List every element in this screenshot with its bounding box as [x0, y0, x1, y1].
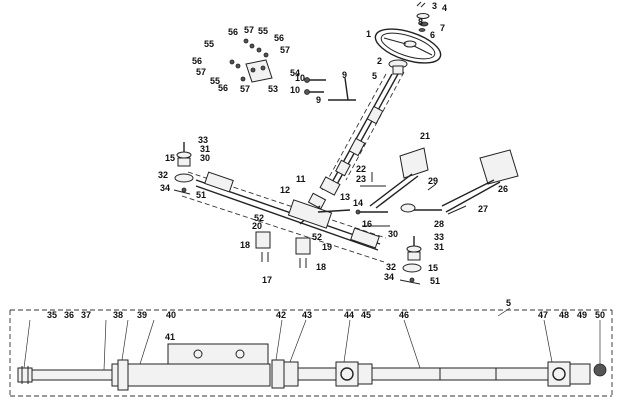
callout-l44: 44	[344, 310, 354, 320]
callout-l48: 48	[559, 310, 569, 320]
callout-l35: 35	[47, 310, 57, 320]
callout-c20: 20	[252, 221, 262, 231]
callout-c52b: 52	[312, 232, 322, 242]
callout-c3: 3	[432, 1, 437, 11]
callout-l37: 37	[81, 310, 91, 320]
steering-nut-stack	[416, 1, 430, 32]
callout-c51b: 51	[430, 276, 440, 286]
callout-c56d: 56	[218, 83, 228, 93]
callout-c9a: 9	[342, 70, 347, 80]
callout-c1: 1	[366, 29, 371, 39]
callout-c2: 2	[377, 56, 382, 66]
steering-rack	[181, 171, 387, 263]
callout-c55c: 55	[210, 76, 220, 86]
callout-c34a: 34	[160, 183, 170, 193]
column-bolts	[304, 77, 356, 101]
callout-c57d: 57	[240, 84, 250, 94]
callout-c54: 54	[290, 68, 300, 78]
lower-steering-shaft	[17, 343, 607, 391]
tie-rod-end-left	[173, 142, 194, 195]
callout-c12: 12	[280, 185, 290, 195]
steering-hub	[388, 59, 408, 75]
callout-c33b: 33	[434, 232, 444, 242]
callout-c4: 4	[442, 3, 447, 13]
callout-c52a: 52	[254, 213, 264, 223]
lower-assembly-frame	[9, 309, 613, 397]
linkage-rods	[317, 209, 390, 227]
callout-c29: 29	[428, 176, 438, 186]
callout-c19: 19	[322, 242, 332, 252]
callout-c57a: 57	[244, 25, 254, 35]
callout-c56a: 56	[228, 27, 238, 37]
callout-c22: 22	[356, 164, 366, 174]
callout-l41: 41	[165, 332, 175, 342]
callout-c51a: 51	[196, 190, 206, 200]
rack-clamps	[255, 231, 311, 268]
accelerator-pedal	[400, 149, 519, 215]
callout-c57c: 57	[196, 67, 206, 77]
callout-c33a: 33	[198, 135, 208, 145]
brake-pedal	[360, 147, 429, 209]
callout-c30b: 30	[388, 229, 398, 239]
callout-l43: 43	[302, 310, 312, 320]
callout-l38: 38	[113, 310, 123, 320]
callout-c26: 26	[498, 184, 508, 194]
callout-l39: 39	[137, 310, 147, 320]
callout-l45: 45	[361, 310, 371, 320]
callout-c8: 8	[418, 17, 423, 27]
callout-c15a: 15	[165, 153, 175, 163]
steering-column	[321, 71, 405, 191]
mounting-bracket	[229, 38, 273, 83]
callout-c55b: 55	[258, 26, 268, 36]
callout-c32a: 32	[158, 170, 168, 180]
callout-l49: 49	[577, 310, 587, 320]
callout-c21: 21	[420, 131, 430, 141]
steering-wheel	[374, 28, 442, 64]
callout-c30a: 30	[200, 153, 210, 163]
callout-l42: 42	[276, 310, 286, 320]
callout-c6: 6	[430, 30, 435, 40]
callout-c28: 28	[434, 219, 444, 229]
callout-c31a: 31	[200, 144, 210, 154]
callout-l47: 47	[538, 310, 548, 320]
callout-l36: 36	[64, 310, 74, 320]
callout-c14: 14	[353, 198, 363, 208]
callout-c17: 17	[262, 275, 272, 285]
callout-c9b: 9	[316, 95, 321, 105]
callout-c57b: 57	[280, 45, 290, 55]
callout-c11: 11	[296, 174, 306, 184]
callout-c18a: 18	[240, 240, 250, 250]
callout-c16: 16	[362, 219, 372, 229]
callout-c27: 27	[478, 204, 488, 214]
callout-c13: 13	[340, 192, 350, 202]
callout-c32b: 32	[386, 262, 396, 272]
callout-c23: 23	[356, 174, 366, 184]
assembly-label-leader	[497, 307, 511, 317]
callout-c5: 5	[372, 71, 377, 81]
callout-l46: 46	[399, 310, 409, 320]
callout-l40: 40	[166, 310, 176, 320]
callout-c31b: 31	[434, 242, 444, 252]
callout-c34b: 34	[384, 272, 394, 282]
callout-c10a: 10	[295, 73, 305, 83]
callout-c10b: 10	[290, 85, 300, 95]
callout-c7: 7	[440, 23, 445, 33]
lower-leader-lines	[23, 319, 601, 371]
callout-c15b: 15	[428, 263, 438, 273]
callout-c56c: 56	[192, 56, 202, 66]
callout-c56b: 56	[274, 33, 284, 43]
assembly-label: 5	[506, 298, 511, 308]
callout-l50: 50	[595, 310, 605, 320]
callout-c18b: 18	[316, 262, 326, 272]
tie-rod-end-right	[399, 236, 422, 285]
callout-c55a: 55	[204, 39, 214, 49]
callout-c53: 53	[268, 84, 278, 94]
